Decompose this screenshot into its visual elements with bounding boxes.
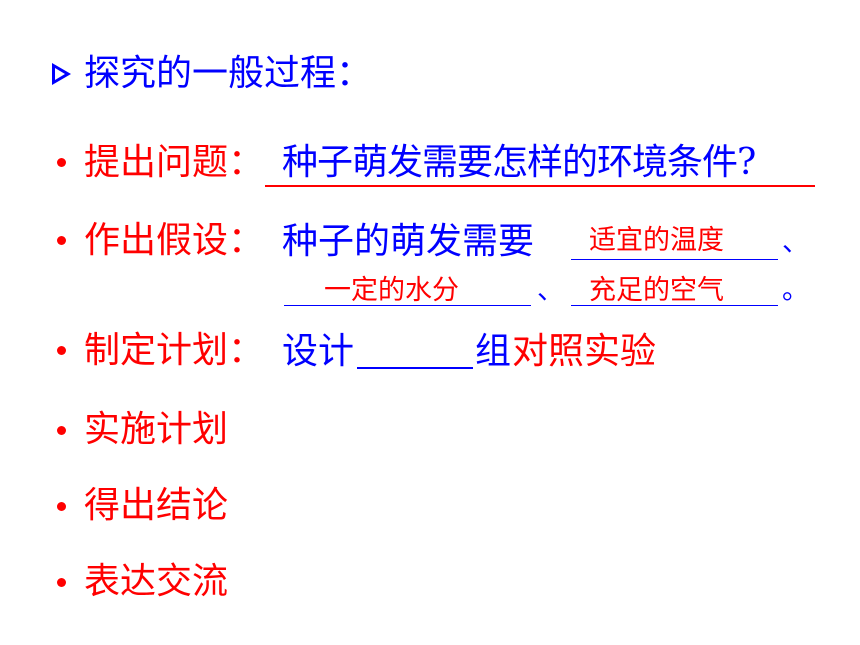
bullet-dot: [57, 502, 66, 511]
answer-air: 充足的空气: [589, 275, 724, 306]
period: 。: [782, 275, 809, 306]
bullet-dot: [57, 426, 66, 435]
item-label-implement: 实施计划: [84, 409, 229, 450]
plan-prefix: 设计: [282, 331, 355, 372]
arrow-bullet-icon: [52, 63, 71, 85]
blank-underline: [571, 259, 778, 260]
item-label-communicate: 表达交流: [84, 561, 229, 602]
question-text: 种子萌发需要怎样的环境条件?: [282, 142, 756, 183]
plan-blank-line: [357, 367, 473, 369]
plan-suffix: 对照实验: [512, 331, 657, 372]
bullet-dot: [57, 158, 66, 167]
item-label-conclusion: 得出结论: [84, 485, 229, 526]
bullet-dot: [57, 236, 66, 245]
bullet-dot: [57, 346, 66, 355]
item-label-hypothesis: 作出假设：: [84, 220, 265, 261]
item-label-plan: 制定计划：: [84, 330, 265, 371]
blank-underline: [284, 305, 531, 306]
separator: 、: [537, 275, 564, 306]
page-title: 探究的一般过程：: [84, 53, 373, 94]
plan-group: 组: [475, 331, 512, 372]
separator: 、: [782, 227, 809, 258]
blank-underline: [571, 305, 778, 306]
answer-temperature: 适宜的温度: [589, 225, 724, 256]
answer-water: 一定的水分: [324, 275, 459, 306]
question-underline: [265, 185, 815, 187]
item-label-question: 提出问题：: [84, 142, 265, 183]
bullet-dot: [57, 578, 66, 587]
hypothesis-prefix: 种子的萌发需要: [282, 221, 535, 262]
